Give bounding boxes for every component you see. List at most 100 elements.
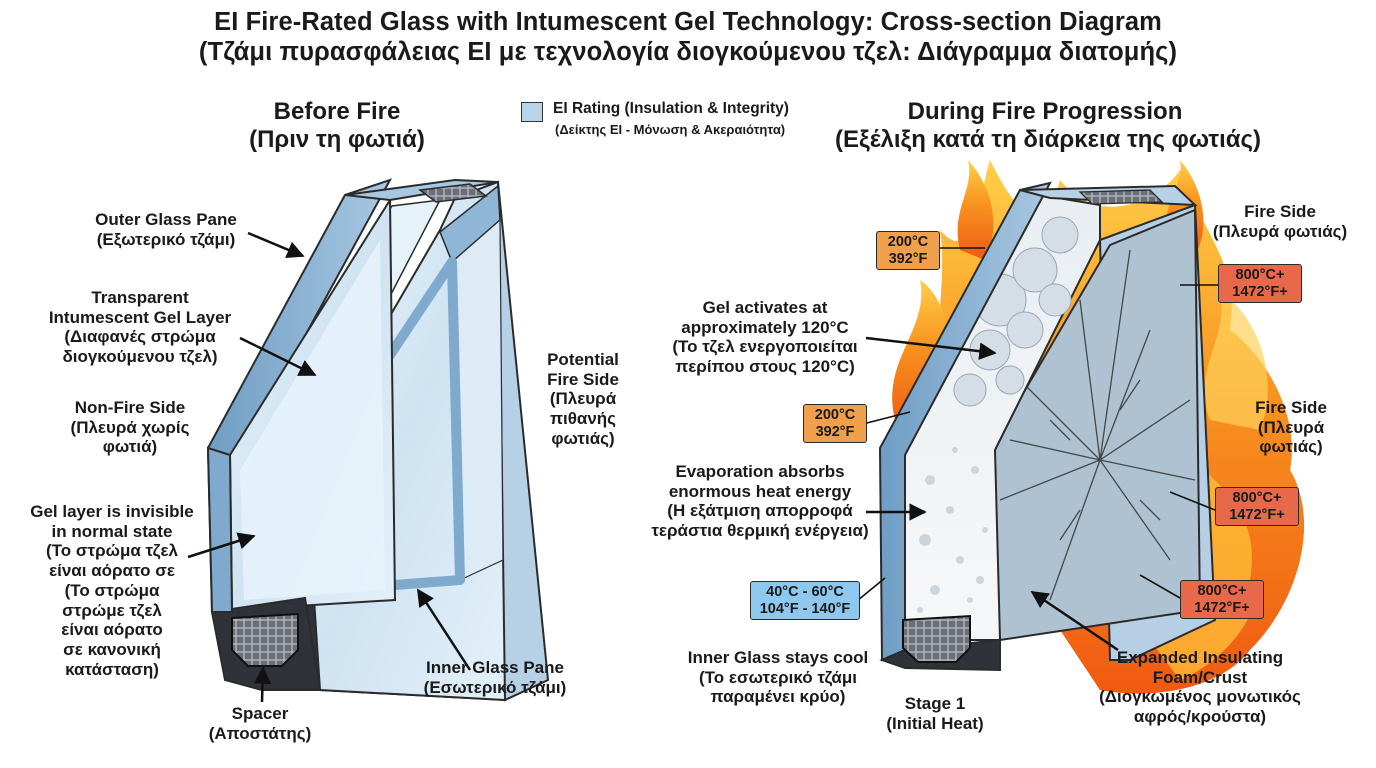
label-outer-pane: Outer Glass Pane(Εξωτερικό τζάμι) <box>66 210 266 249</box>
during-labels-evaporation-1-text: enormous heat energy <box>668 481 852 501</box>
during-heading-text: During Fire Progression <box>907 98 1183 125</box>
during-labels-evaporation-3-text: τεράστια θερμική ενέργεια) <box>651 521 869 541</box>
before-labels-potential-fire-side-0-text: Potential <box>547 350 619 369</box>
during-labels-foam-1-text: Foam/Crust <box>1152 667 1248 687</box>
before-labels-spacer-1-text: (Αποστάτης) <box>208 723 312 743</box>
label-stage: Stage 1(Initial Heat) <box>870 694 1000 733</box>
during-temps-t200a-1-text: 392°F <box>888 250 928 267</box>
during-temps-t800c-1-text: 1472°F+ <box>1194 599 1250 616</box>
during-temps-t800a-0-text: 800°C+ <box>1235 267 1285 283</box>
before-labels-outer-pane-0-text: Outer Glass Pane <box>95 210 237 229</box>
during-fire-heading: During Fire Progression (Εξέλιξη κατά τη… <box>835 98 1261 154</box>
before-labels-non-fire-side-2-text: φωτιά) <box>102 437 158 457</box>
before-labels-gel-layer-2-text: (Διαφανές στρώμα <box>64 327 216 347</box>
before-labels-gel-invisible-0-text: Gel layer is invisible <box>30 502 194 521</box>
before-labels-gel-layer-3-text: διογκούμενου τζελ) <box>62 347 218 367</box>
page-title: EI Fire-Rated Glass with Intumescent Gel… <box>0 8 1376 67</box>
during-labels-foam-2-text: (Διογκωμένος μονωτικός <box>1099 687 1301 707</box>
before-labels-inner-pane-0-text: Inner Glass Pane <box>426 658 564 677</box>
top-spacer <box>418 183 488 203</box>
before-labels-potential-fire-side-2-text: (Πλευρά <box>549 389 617 409</box>
during-labels-gel-activates-2-text: (Το τζελ ενεργοποιείται <box>672 337 858 357</box>
legend-label-gr: (Δείκτης EI - Μόνωση & Ακεραιότητα) <box>555 122 786 137</box>
during-temps-t800c-0-text: 800°C+ <box>1197 583 1247 599</box>
spacer <box>231 612 299 667</box>
during-labels-gel-activates-3-text: περίπου στους 120°C) <box>675 357 855 377</box>
leader-lines <box>851 247 1218 606</box>
during-temps-t200a-0-text: 200°C <box>887 234 929 250</box>
during-labels-fire-side-right-0-text: Fire Side <box>1255 398 1327 417</box>
before-labels-gel-invisible-5-text: στρώμε τζελ <box>62 600 162 620</box>
during-labels-inner-cool-2-text: παραμένει κρύο) <box>710 687 846 707</box>
before-fire-heading: Before Fire (Πριν τη φωτιά) <box>237 98 437 154</box>
before-heading-gr: (Πριν τη φωτιά) <box>249 125 425 153</box>
during-temps-t200b-1-text: 392°F <box>815 423 855 440</box>
during-labels-stage-0-text: Stage 1 <box>904 694 966 713</box>
before-labels-gel-invisible-6-text: είναι αόρατο <box>61 620 163 640</box>
before-labels-spacer-0-text: Spacer <box>231 704 289 723</box>
before-labels-inner-pane-1-text: (Εσωτερικό τζάμι) <box>423 677 567 697</box>
during-labels-gel-activates-0-text: Gel activates at <box>702 298 828 317</box>
legend-swatch <box>521 102 543 122</box>
legend-label: EI Rating (Insulation & Integrity) <box>553 100 789 117</box>
during-labels-stage-1-text: (Initial Heat) <box>886 713 984 733</box>
before-labels-gel-invisible-8-text: κατάσταση) <box>65 659 159 679</box>
label-spacer: Spacer(Αποστάτης) <box>185 704 335 743</box>
during-labels-evaporation-2-text: (Η εξάτμιση απορροφά <box>667 501 853 521</box>
before-labels-potential-fire-side-1-text: Fire Side <box>547 369 619 389</box>
before-fire-arrows <box>187 231 472 703</box>
temp-tag-800-top: 800°C+1472°F+ <box>1218 264 1302 304</box>
during-labels-inner-cool-0-text: Inner Glass stays cool <box>687 648 869 667</box>
during-temps-t40-1-text: 104°F - 140°F <box>759 600 851 617</box>
during-heading-gr: (Εξέλιξη κατά τη διάρκεια της φωτιάς) <box>835 125 1261 153</box>
during-labels-foam-0-text: Expanded Insulating <box>1116 648 1284 667</box>
during-labels-evaporation-0-text: Evaporation absorbs <box>675 462 845 481</box>
title-line-2: (Τζάμι πυρασφάλειας EI με τεχνολογία διο… <box>198 37 1178 66</box>
during-temps-t800a-1-text: 1472°F+ <box>1232 283 1288 300</box>
label-inner-cool: Inner Glass stays cool(Το εσωτερικό τζάμ… <box>668 648 888 707</box>
before-labels-non-fire-side-0-text: Non-Fire Side <box>74 398 186 417</box>
during-labels-fire-side-right-2-text: φωτιάς) <box>1259 437 1323 457</box>
before-labels-outer-pane-1-text: (Εξωτερικό τζάμι) <box>96 229 236 249</box>
before-labels-potential-fire-side-3-text: πιθανής <box>549 409 617 429</box>
before-labels-gel-layer-1-text: Intumescent Gel Layer <box>48 307 232 327</box>
during-labels-foam-3-text: αφρός/κρούστα) <box>1133 707 1267 727</box>
during-fire-arrows <box>865 336 1119 652</box>
before-labels-gel-invisible-2-text: (Το στρώμα τζελ <box>45 541 179 561</box>
during-labels-inner-cool-1-text: (Το εσωτερικό τζάμι <box>699 667 857 687</box>
before-heading-text: Before Fire <box>273 98 401 125</box>
before-labels-gel-invisible-4-text: (Το στρώμα <box>64 580 160 600</box>
during-temps-t200b-0-text: 200°C <box>814 407 856 423</box>
temp-tag-800-mid: 800°C+1472°F+ <box>1215 487 1299 527</box>
label-fire-side-top: Fire Side(Πλευρά φωτιάς) <box>1195 202 1365 241</box>
during-temps-t800b-1-text: 1472°F+ <box>1229 506 1285 523</box>
temp-tag-800-bottom: 800°C+1472°F+ <box>1180 580 1264 620</box>
before-labels-gel-invisible-3-text: είναι αόρατο σε <box>49 561 175 581</box>
during-temps-t40-0-text: 40°C - 60°C <box>766 584 844 600</box>
during-labels-fire-side-top-1-text: (Πλευρά φωτιάς) <box>1212 221 1348 241</box>
before-labels-gel-layer-0-text: Transparent <box>91 288 189 307</box>
during-labels-fire-side-right-1-text: (Πλευρά <box>1257 417 1325 437</box>
during-labels-gel-activates-1-text: approximately 120°C <box>681 317 849 337</box>
before-labels-non-fire-side-1-text: (Πλευρά χωρίς <box>70 417 190 437</box>
during-fire-glass-unit <box>878 181 1217 672</box>
before-labels-gel-invisible-1-text: in normal state <box>51 521 173 541</box>
during-labels-fire-side-top-0-text: Fire Side <box>1244 202 1316 221</box>
label-inner-pane: Inner Glass Pane(Εσωτερικό τζάμι) <box>395 658 595 697</box>
before-labels-potential-fire-side-4-text: φωτιάς) <box>551 428 615 448</box>
during-temps-t800b-0-text: 800°C+ <box>1232 490 1282 506</box>
before-labels-gel-invisible-7-text: σε κανονική <box>63 640 161 660</box>
title-line-1: EI Fire-Rated Glass with Intumescent Gel… <box>214 8 1162 36</box>
